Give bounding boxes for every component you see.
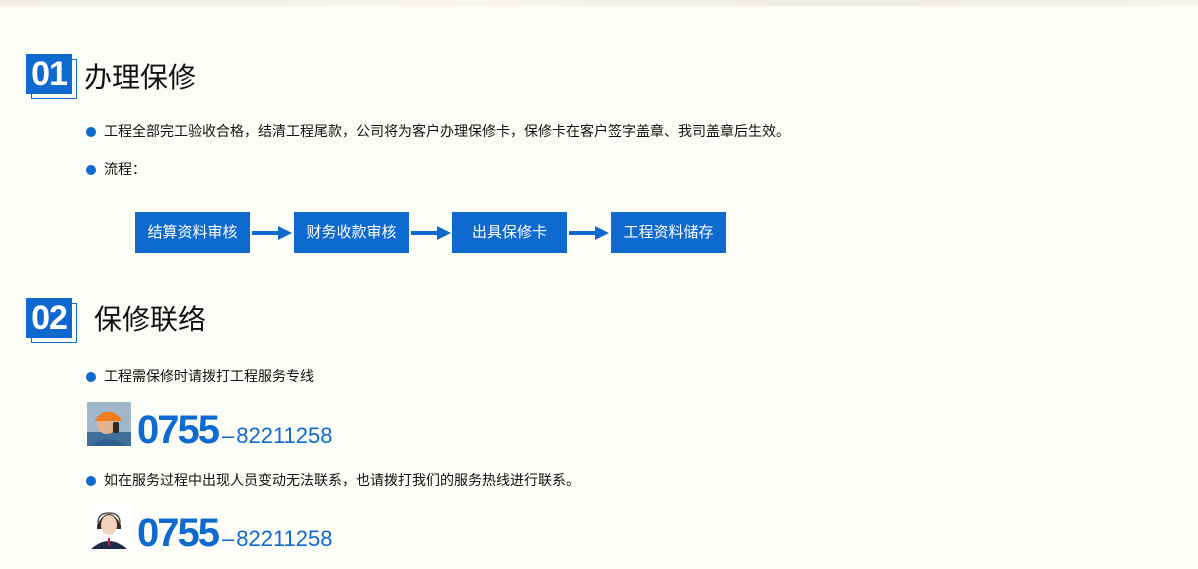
bullet-dot-icon: [86, 165, 96, 175]
phone-local-number: 82211258: [236, 423, 333, 448]
process-step: 结算资料审核: [135, 212, 250, 253]
arrow-right-icon: [411, 226, 451, 240]
phone-dash: –: [221, 423, 235, 448]
bullet-text: 如在服务过程中出现人员变动无法联系，也请拨打我们的服务热线进行联系。: [104, 473, 580, 489]
section-title: 办理保修: [84, 61, 197, 94]
phone-area-code: 0755: [137, 408, 220, 452]
phone-local-number: 82211258: [236, 526, 333, 551]
bullet-dot-icon: [86, 372, 96, 382]
phone-number: 0755–82211258: [137, 408, 332, 453]
section-number-badge: 01: [26, 54, 77, 99]
bullet-text: 流程：: [104, 162, 146, 178]
worker-on-phone-icon: [87, 402, 131, 446]
top-border: [0, 0, 1198, 6]
bullet-item: 工程全部完工验收合格，结清工程尾款，公司将为客户办理保修卡，保修卡在客户签字盖章…: [86, 122, 790, 142]
phone-area-code: 0755: [137, 511, 220, 555]
section-number: 01: [26, 54, 72, 94]
bullet-item: 流程：: [86, 160, 146, 180]
section-number-badge: 02: [26, 298, 77, 343]
phone-number: 0755–82211258: [137, 511, 332, 556]
arrow-right-icon: [252, 226, 292, 240]
section-title: 保修联络: [94, 303, 207, 336]
bullet-item: 如在服务过程中出现人员变动无法联系，也请拨打我们的服务热线进行联系。: [86, 471, 580, 491]
bullet-text: 工程需保修时请拨打工程服务专线: [104, 369, 314, 385]
arrow-right-icon: [569, 226, 609, 240]
bullet-item: 工程需保修时请拨打工程服务专线: [86, 367, 314, 387]
bullet-dot-icon: [86, 476, 96, 486]
section-number: 02: [26, 298, 72, 338]
phone-dash: –: [221, 526, 235, 551]
process-step: 财务收款审核: [294, 212, 409, 253]
bullet-dot-icon: [86, 127, 96, 137]
bullet-text: 工程全部完工验收合格，结清工程尾款，公司将为客户办理保修卡，保修卡在客户签字盖章…: [104, 124, 790, 140]
process-step: 出具保修卡: [452, 212, 567, 253]
customer-service-agent-icon: [87, 505, 131, 549]
process-step: 工程资料储存: [611, 212, 726, 253]
